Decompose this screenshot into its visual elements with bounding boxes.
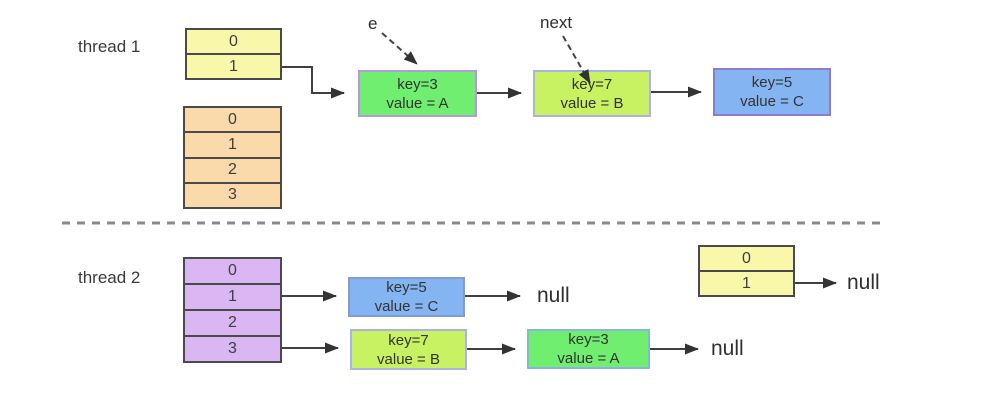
node-value: value = C [374,298,439,315]
node-key: key=5 [386,279,427,296]
arrow-thread1-table-to-key3 [282,66,345,99]
bucket-cell: 2 [185,309,280,335]
node-key: key=3 [568,331,609,348]
node-key: key=7 [388,331,429,349]
node-key7-thread2: key=7 value = B [350,329,467,370]
thread2-label: thread 2 [78,268,141,287]
bucket-cell: 0 [700,247,793,270]
node-value: value = C [740,93,804,110]
node-value: value = B [560,94,624,112]
null-label-right: null [847,271,880,294]
bucket-cell: 2 [185,156,280,182]
node-key3-thread1: key=3 value = A [358,70,477,117]
node-value: value = A [557,350,620,367]
bucket-cell: 1 [187,53,280,78]
node-key3-thread2: key=3 value = A [527,329,650,369]
bucket-cell: 3 [185,335,280,361]
null-label-row1: null [537,284,570,307]
node-key5-thread2: key=5 value = C [348,277,465,317]
node-key5-thread1: key=5 value = C [713,68,831,116]
node-key: key=5 [751,74,793,91]
bucket-cell: 0 [185,259,280,283]
bucket-cell: 3 [185,181,280,207]
thread1-bucket-table-small: 0 1 [185,28,282,80]
node-value: value = A [386,94,449,112]
thread1-bucket-table-large: 0 1 2 3 [183,106,282,209]
next-pointer-label: next [540,13,573,32]
bucket-cell: 0 [187,30,280,53]
node-key: key=3 [397,75,438,93]
thread2-bucket-table-small: 0 1 [698,245,795,297]
node-key7-thread1: key=7 value = B [533,70,651,117]
bucket-cell: 0 [185,108,280,132]
node-key: key=7 [571,75,613,93]
null-label-row2: null [711,337,744,360]
thread2-bucket-table: 0 1 2 3 [183,257,282,363]
bucket-cell: 1 [700,270,793,295]
arrow-e-pointer [381,32,418,65]
e-pointer-label: e [368,14,378,33]
bucket-cell: 1 [185,283,280,309]
bucket-cell: 1 [185,131,280,157]
node-value: value = B [377,350,440,368]
thread1-label: thread 1 [78,37,141,56]
